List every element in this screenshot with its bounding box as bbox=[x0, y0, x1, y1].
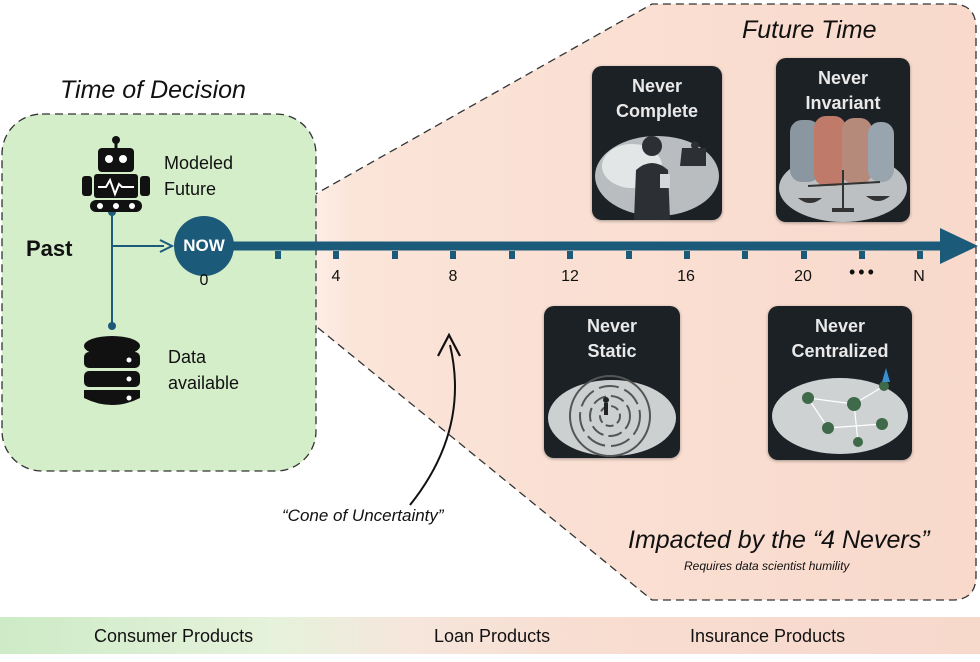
time-of-decision-title: Time of Decision bbox=[60, 76, 246, 104]
timeline-tick bbox=[333, 251, 339, 259]
timeline-tick bbox=[801, 251, 807, 259]
humility-note: Requires data scientist humility bbox=[684, 559, 850, 573]
timeline-tick bbox=[626, 251, 632, 259]
tick-label: 12 bbox=[561, 268, 579, 285]
now-marker bbox=[174, 216, 234, 276]
timeline-axis bbox=[210, 228, 978, 264]
timeline-tick bbox=[275, 251, 281, 259]
timeline-tick bbox=[567, 251, 573, 259]
future-time-title: Future Time bbox=[742, 16, 877, 44]
timeline-tick-marks bbox=[275, 251, 923, 259]
now-label: NOW bbox=[183, 236, 225, 255]
tick-label: 16 bbox=[677, 268, 695, 285]
product-categories-bar: Consumer Products Loan Products Insuranc… bbox=[0, 617, 980, 654]
impacted-title: Impacted by the “4 Nevers” bbox=[628, 526, 930, 554]
loan-products-label: Loan Products bbox=[434, 626, 551, 646]
tick-label: 20 bbox=[794, 268, 812, 285]
puzzle-person-image bbox=[595, 136, 719, 220]
never-invariant-card: Never Invariant bbox=[776, 58, 910, 222]
timeline-tick bbox=[450, 251, 456, 259]
timeline-tick bbox=[917, 251, 923, 259]
never-centralized-card: Never Centralized bbox=[768, 306, 912, 460]
timeline-tick bbox=[742, 251, 748, 259]
timeline-tick bbox=[509, 251, 515, 259]
faces-scale-image bbox=[779, 116, 907, 222]
never-complete-card: Never Complete bbox=[592, 66, 722, 220]
time-of-decision-box bbox=[1, 113, 317, 472]
robot-icon bbox=[82, 136, 150, 212]
database-icon bbox=[84, 336, 140, 405]
never-static-card: Never Static bbox=[544, 306, 680, 458]
modeled-future-label: Modeled Future bbox=[164, 153, 234, 199]
timeline-tick bbox=[392, 251, 398, 259]
tick-label: 8 bbox=[448, 268, 458, 285]
data-available-label: Data available bbox=[168, 347, 240, 393]
tick-label: 4 bbox=[331, 268, 341, 285]
consumer-products-label: Consumer Products bbox=[94, 626, 254, 646]
network-islands-image bbox=[772, 368, 908, 454]
maze-image bbox=[548, 375, 676, 457]
timeline-tick bbox=[684, 251, 690, 259]
timeline-tick bbox=[859, 251, 865, 259]
timeline-ellipsis: ••• bbox=[849, 262, 877, 282]
past-label: Past bbox=[26, 236, 73, 261]
tick-label: 0 bbox=[199, 272, 209, 289]
cone-of-uncertainty-label: “Cone of Uncertainty” bbox=[282, 506, 444, 525]
insurance-products-label: Insurance Products bbox=[690, 626, 846, 646]
tick-label: N bbox=[913, 268, 925, 285]
cone-pointer-arrow bbox=[409, 344, 456, 506]
